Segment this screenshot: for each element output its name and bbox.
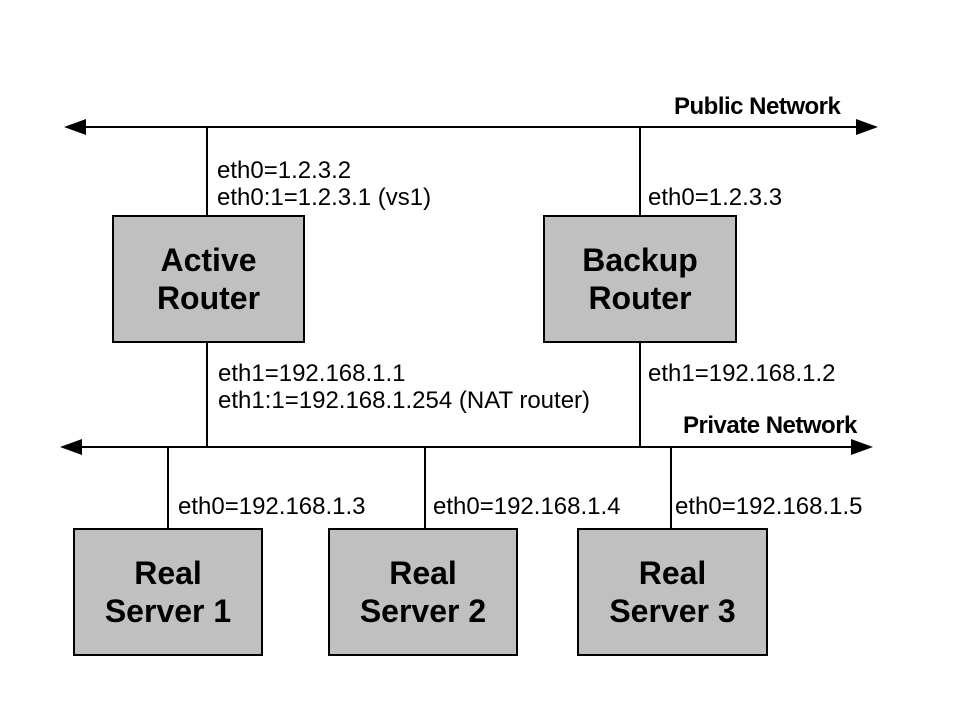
real-server-1-node: Real Server 1 <box>73 528 263 656</box>
backup-router-label-line2: Router <box>588 280 692 316</box>
connector-backup-router-public <box>639 127 641 215</box>
iface-line: eth0=192.168.1.4 <box>433 493 621 520</box>
connector-active-router-public <box>206 127 208 215</box>
active-router-label-line2: Router <box>156 280 261 316</box>
real-server-2-label-line1: Real <box>389 555 457 591</box>
connector-backup-router-private <box>639 343 641 448</box>
iface-line: eth0=1.2.3.2 <box>217 157 352 184</box>
iface-line: eth0=192.168.1.3 <box>178 493 366 520</box>
real-server-3-node: Real Server 3 <box>577 528 768 656</box>
iface-active-router-private: eth1=192.168.1.1 eth1:1=192.168.1.254 (N… <box>218 360 590 414</box>
iface-real-server-1: eth0=192.168.1.3 <box>178 493 366 520</box>
iface-real-server-3: eth0=192.168.1.5 <box>675 493 863 520</box>
iface-backup-router-public: eth0=1.2.3.3 <box>648 184 782 211</box>
backup-router-node: Backup Router <box>543 215 737 343</box>
connector-active-router-private <box>206 343 208 448</box>
connector-real-server-1 <box>167 447 169 528</box>
connector-real-server-3 <box>670 447 672 528</box>
private-network-arrow-right-icon <box>851 439 873 455</box>
iface-active-router-public: eth0=1.2.3.2 eth0:1=1.2.3.1 (vs1) <box>217 157 431 211</box>
private-network-line <box>74 446 853 448</box>
real-server-2-label-line2: Server 2 <box>359 593 487 629</box>
iface-line: eth0:1=1.2.3.1 (vs1) <box>217 184 432 211</box>
private-network-arrow-left-icon <box>60 439 82 455</box>
iface-real-server-2: eth0=192.168.1.4 <box>433 493 621 520</box>
iface-line: eth1=192.168.1.2 <box>648 360 836 387</box>
public-network-label: Public Network <box>674 93 841 120</box>
public-network-line <box>78 126 858 128</box>
iface-line: eth1:1=192.168.1.254 (NAT router) <box>218 387 591 414</box>
backup-router-label-line1: Backup <box>582 242 698 278</box>
iface-line: eth1=192.168.1.1 <box>218 360 406 387</box>
iface-backup-router-private: eth1=192.168.1.2 <box>648 360 836 387</box>
connector-real-server-2 <box>424 447 426 528</box>
public-network-arrow-right-icon <box>856 119 878 135</box>
real-server-3-label-line2: Server 3 <box>609 593 736 629</box>
real-server-2-node: Real Server 2 <box>328 528 518 656</box>
real-server-1-label-line2: Server 1 <box>104 593 232 629</box>
active-router-label-line1: Active <box>160 242 257 278</box>
public-network-arrow-left-icon <box>64 119 86 135</box>
active-router-node: Active Router <box>112 215 305 343</box>
iface-line: eth0=1.2.3.3 <box>648 184 783 211</box>
iface-line: eth0=192.168.1.5 <box>675 493 863 520</box>
real-server-1-label-line1: Real <box>134 555 202 591</box>
real-server-3-label-line1: Real <box>638 555 707 591</box>
private-network-label: Private Network <box>683 412 857 439</box>
